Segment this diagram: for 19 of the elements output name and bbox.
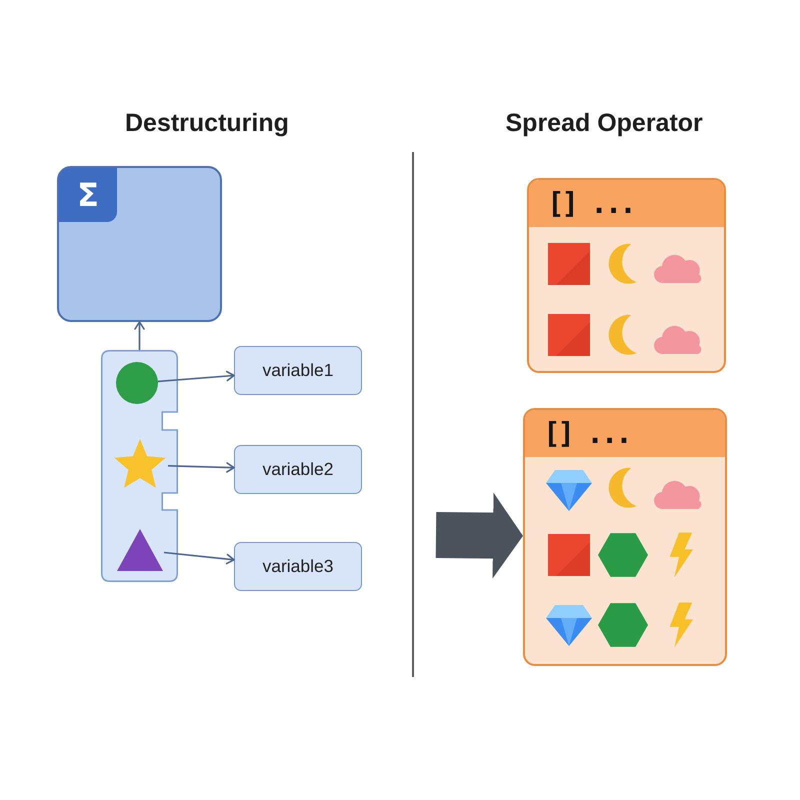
array-panel: [527, 178, 726, 373]
arrow: [164, 552, 235, 564]
section-heading: Destructuring: [125, 109, 289, 138]
variable-box: variable2: [234, 445, 362, 494]
arrow: [168, 462, 235, 473]
variable-box: variable1: [234, 346, 362, 395]
array-panel: [523, 408, 727, 666]
panel-header: [] ...: [525, 410, 725, 457]
variable-box: variable3: [234, 542, 362, 591]
item-column: [101, 350, 178, 582]
section-heading: Spread Operator: [506, 109, 703, 138]
triangle-icon: [116, 528, 164, 572]
panel-header: [] ...: [529, 180, 724, 227]
arrow: [134, 321, 145, 350]
arrow: [158, 370, 235, 382]
rounded-panel: [57, 166, 222, 322]
block-arrow: [436, 492, 523, 579]
symbol-tab: Σ: [59, 168, 117, 222]
circle-icon: [116, 362, 158, 404]
